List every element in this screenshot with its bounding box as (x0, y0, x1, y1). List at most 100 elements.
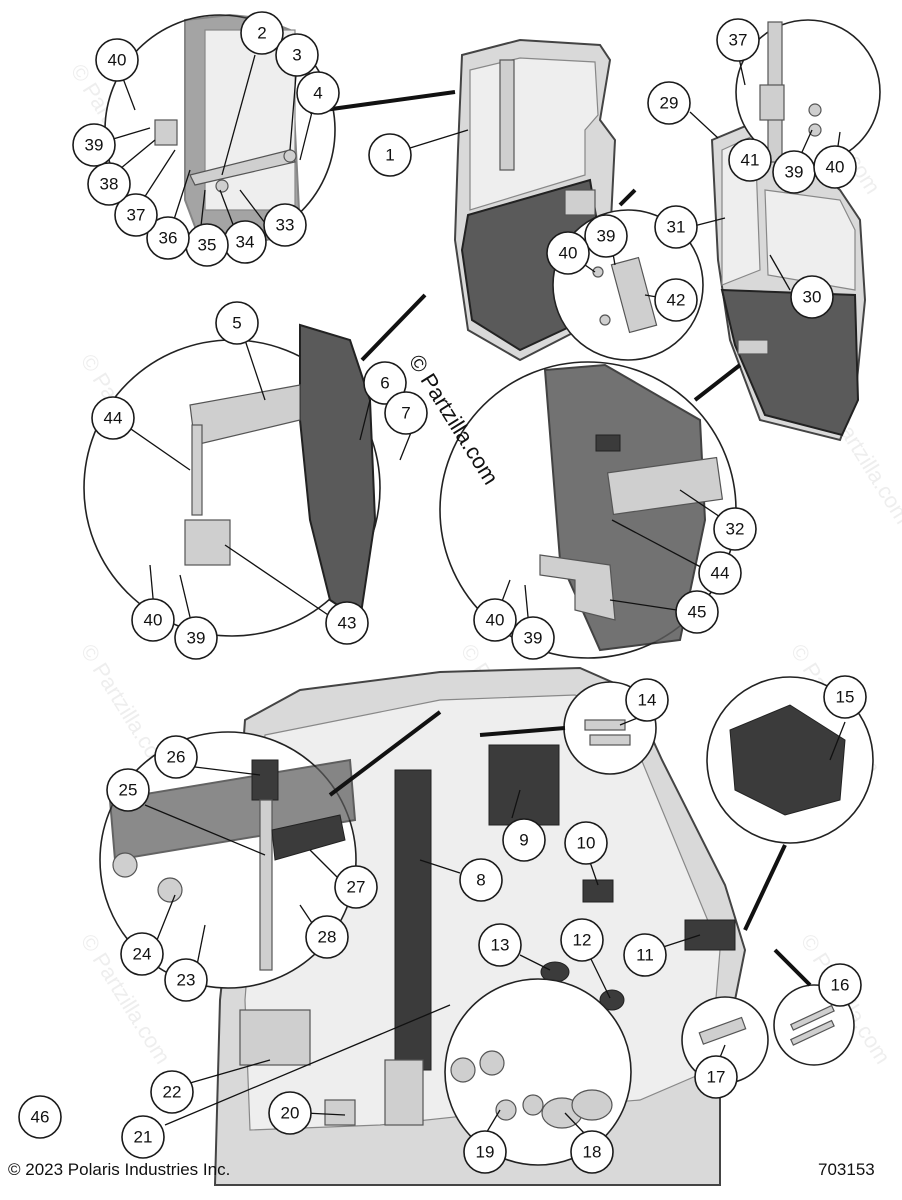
callout-17: 17 (694, 1055, 738, 1099)
callout-9: 9 (502, 818, 546, 862)
callout-39-e: 39 (511, 616, 555, 660)
svg-text:8: 8 (476, 871, 485, 890)
callout-42: 42 (654, 278, 698, 322)
callout-44: 44 (91, 396, 135, 440)
svg-text:39: 39 (785, 163, 804, 182)
callout-26: 26 (154, 735, 198, 779)
detail-upper-hinge (104, 13, 336, 247)
callout-18: 18 (570, 1130, 614, 1174)
svg-text:2: 2 (257, 24, 266, 43)
callout-31: 31 (654, 205, 698, 249)
callout-39-d: 39 (174, 616, 218, 660)
svg-text:30: 30 (803, 288, 822, 307)
callout-40-c: 40 (546, 231, 590, 275)
svg-text:40: 40 (108, 51, 127, 70)
svg-text:44: 44 (711, 564, 730, 583)
svg-text:31: 31 (667, 218, 686, 237)
callout-16: 16 (818, 963, 862, 1007)
detail-lower-hinge-front (83, 323, 381, 637)
svg-text:13: 13 (491, 936, 510, 955)
callout-34: 34 (223, 220, 267, 264)
svg-text:36: 36 (159, 229, 178, 248)
callout-35: 35 (185, 223, 229, 267)
svg-text:40: 40 (826, 158, 845, 177)
callout-19: 19 (463, 1130, 507, 1174)
svg-text:20: 20 (281, 1104, 300, 1123)
svg-text:7: 7 (401, 404, 410, 423)
figure-number: 703153 (818, 1160, 875, 1179)
svg-text:11: 11 (636, 946, 654, 965)
svg-text:16: 16 (831, 976, 850, 995)
callout-40-e: 40 (473, 598, 517, 642)
detail-lower-hinge-rear (439, 361, 737, 659)
callout-41: 41 (728, 138, 772, 182)
callout-12: 12 (560, 918, 604, 962)
svg-text:12: 12 (573, 931, 592, 950)
callouts: 1 2 3 4 5 6 7 8 9 10 11 12 13 14 15 16 1… (18, 11, 867, 1174)
callout-40: 40 (95, 38, 139, 82)
svg-text:33: 33 (276, 216, 295, 235)
callout-39-b: 39 (772, 150, 816, 194)
svg-text:26: 26 (167, 748, 186, 767)
svg-text:15: 15 (836, 688, 855, 707)
callout-39: 39 (72, 123, 116, 167)
callout-32: 32 (713, 507, 757, 551)
callout-27: 27 (334, 865, 378, 909)
svg-text:46: 46 (31, 1108, 50, 1127)
callout-6: 6 (363, 361, 407, 405)
svg-text:9: 9 (519, 831, 528, 850)
leader-stop (328, 710, 442, 797)
svg-text:40: 40 (144, 611, 163, 630)
leader-lower-hinge-rear (693, 363, 742, 402)
svg-text:18: 18 (583, 1143, 602, 1162)
copyright-notice: © 2023 Polaris Industries Inc. (8, 1160, 231, 1179)
svg-text:10: 10 (577, 834, 596, 853)
callout-2: 2 (240, 11, 284, 55)
callout-11: 11 (623, 933, 667, 977)
svg-text:23: 23 (177, 971, 196, 990)
svg-text:6: 6 (380, 374, 389, 393)
svg-text:22: 22 (163, 1083, 182, 1102)
callout-13: 13 (478, 923, 522, 967)
svg-text:44: 44 (104, 409, 123, 428)
leader-striker (618, 188, 637, 207)
svg-text:42: 42 (667, 291, 686, 310)
callout-8: 8 (459, 858, 503, 902)
svg-text:38: 38 (100, 175, 119, 194)
callout-30: 30 (790, 275, 834, 319)
callout-5: 5 (215, 301, 259, 345)
svg-text:40: 40 (559, 244, 578, 263)
svg-text:32: 32 (726, 520, 745, 539)
leader-pins (773, 948, 812, 987)
svg-text:37: 37 (729, 31, 748, 50)
leader-hinge-to-door (309, 90, 456, 114)
callout-1: 1 (368, 133, 412, 177)
svg-text:19: 19 (476, 1143, 495, 1162)
detail-rear-upper-hinge (735, 19, 881, 165)
callout-44-b: 44 (698, 551, 742, 595)
callout-43: 43 (325, 601, 369, 645)
svg-text:17: 17 (707, 1068, 726, 1087)
svg-text:39: 39 (524, 629, 543, 648)
callout-7: 7 (384, 391, 428, 435)
svg-text:40: 40 (486, 611, 505, 630)
callout-15: 15 (823, 675, 867, 719)
callout-14: 14 (625, 678, 669, 722)
callout-45: 45 (675, 590, 719, 634)
detail-latch-15 (706, 676, 874, 844)
callout-10: 10 (564, 821, 608, 865)
svg-text:39: 39 (597, 227, 616, 246)
callout-20: 20 (268, 1091, 312, 1135)
callout-22: 22 (150, 1070, 194, 1114)
callout-46: 46 (18, 1095, 62, 1139)
svg-text:4: 4 (313, 84, 322, 103)
svg-text:24: 24 (133, 945, 152, 964)
callout-40-d: 40 (131, 598, 175, 642)
svg-text:21: 21 (134, 1128, 153, 1147)
svg-text:3: 3 (292, 46, 301, 65)
callout-39-c: 39 (584, 214, 628, 258)
svg-text:34: 34 (236, 233, 255, 252)
leader-fasteners (479, 726, 566, 737)
svg-text:41: 41 (741, 151, 760, 170)
